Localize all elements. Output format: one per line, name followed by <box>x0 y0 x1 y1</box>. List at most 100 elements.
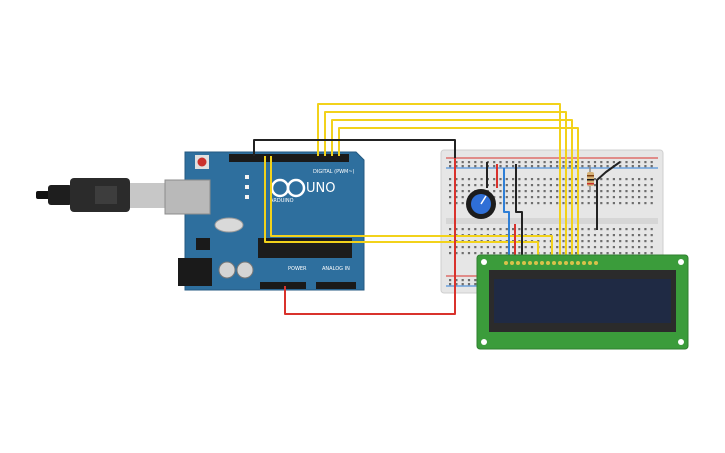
breadboard-hole <box>537 184 540 187</box>
digital-pins-label: DIGITAL (PWM~) <box>313 169 355 175</box>
lcd-pin[interactable] <box>576 261 580 265</box>
breadboard-hole <box>549 240 552 243</box>
breadboard-hole <box>562 234 565 237</box>
analog-header[interactable] <box>316 282 356 289</box>
breadboard-hole <box>625 234 628 237</box>
lcd-pin[interactable] <box>546 261 550 265</box>
breadboard-hole <box>587 202 590 205</box>
breadboard-hole <box>549 228 552 231</box>
wire-yellow-d2[interactable] <box>324 111 567 263</box>
breadboard-hole <box>461 196 464 199</box>
wire-yellow-d3[interactable] <box>331 119 573 263</box>
potentiometer[interactable] <box>466 189 496 219</box>
breadboard-hole <box>587 165 590 168</box>
breadboard-hole <box>638 165 641 168</box>
breadboard-hole <box>581 161 584 164</box>
breadboard-hole <box>505 196 508 199</box>
reset-button[interactable] <box>197 157 207 167</box>
breadboard-hole <box>455 252 458 255</box>
usb-b-port <box>164 179 211 215</box>
breadboard-hole <box>556 196 559 199</box>
wire-ground-backlight[interactable] <box>596 161 621 230</box>
breadboard-hole <box>549 184 552 187</box>
lcd-pin[interactable] <box>552 261 556 265</box>
lcd-pin[interactable] <box>588 261 592 265</box>
center-channel <box>446 218 658 224</box>
wire-ground-lcd[interactable] <box>515 164 523 262</box>
breadboard-hole <box>593 246 597 249</box>
breadboard-hole <box>480 184 483 187</box>
breadboard-hole <box>505 165 508 168</box>
voltage-regulator <box>196 238 210 250</box>
breadboard-hole <box>638 228 641 231</box>
breadboard-hole <box>493 161 496 164</box>
potentiometer-indicator <box>480 195 487 205</box>
breadboard-hole <box>518 228 521 231</box>
arduino-uno-board[interactable]: UNO ARDUINO DIGITAL (PWM~) POWER ANALOG … <box>164 151 365 291</box>
breadboard-hole <box>549 161 552 164</box>
breadboard-hole <box>619 246 622 249</box>
lcd-pin[interactable] <box>564 261 568 265</box>
lcd-pin[interactable] <box>510 261 514 265</box>
breadboard-hole <box>455 202 458 205</box>
wire-yellow-en[interactable] <box>270 156 553 263</box>
wire-power-5v[interactable] <box>284 158 456 315</box>
resistor[interactable] <box>587 165 594 192</box>
breadboard-hole <box>631 165 634 168</box>
breadboard-hole <box>518 190 521 193</box>
breadboard-hole <box>587 190 590 193</box>
breadboard-hole <box>644 161 647 164</box>
board-brand-label: ARDUINO <box>270 198 294 204</box>
lcd-pin[interactable] <box>534 261 538 265</box>
breadboard-hole <box>600 184 603 187</box>
lcd-pin[interactable] <box>516 261 520 265</box>
usb-cable[interactable] <box>36 178 170 212</box>
lcd-pin[interactable] <box>558 261 562 265</box>
wire-yellow-d1[interactable] <box>317 103 561 263</box>
wire-blue[interactable] <box>503 168 510 262</box>
breadboard-hole <box>612 234 615 237</box>
breadboard-hole <box>549 246 552 249</box>
lcd-pin[interactable] <box>570 261 574 265</box>
power-pins-label: POWER <box>288 266 307 272</box>
breadboard-hole <box>631 196 634 199</box>
breadboard-hole <box>455 246 458 249</box>
breadboard-hole <box>530 165 534 168</box>
breadboard-hole <box>556 252 559 255</box>
breadboard-hole <box>512 161 515 164</box>
breadboard-hole <box>625 184 628 187</box>
breadboard-hole <box>581 190 584 193</box>
breadboard-hole <box>581 165 584 168</box>
breadboard-hole <box>575 240 578 243</box>
breadboard-hole <box>606 202 609 205</box>
wire-ground-main[interactable] <box>253 139 456 164</box>
breadboard-hole <box>455 161 458 164</box>
lcd-pin[interactable] <box>540 261 544 265</box>
breadboard-hole <box>612 190 615 193</box>
breadboard-hole <box>486 252 489 255</box>
breadboard-hole <box>556 161 559 164</box>
breadboard-hole <box>593 165 597 168</box>
breadboard-hole <box>505 190 508 193</box>
breadboard-hole <box>619 252 622 255</box>
power-header[interactable] <box>260 282 306 289</box>
capacitor-1 <box>218 261 236 279</box>
lcd-pin[interactable] <box>582 261 586 265</box>
lcd-pin[interactable] <box>504 261 508 265</box>
wire-yellow-rs[interactable] <box>264 156 539 263</box>
lcd-pin-header[interactable] <box>504 261 598 265</box>
breadboard-hole <box>575 234 578 237</box>
breadboard-hole <box>631 161 634 164</box>
lcd-pin[interactable] <box>522 261 526 265</box>
digital-header[interactable] <box>229 154 349 162</box>
breadboard-hole <box>537 196 540 199</box>
lcd-screen <box>494 279 671 323</box>
breadboard-hole <box>518 165 521 168</box>
breadboard-hole <box>638 178 641 181</box>
wire-yellow-d4[interactable] <box>338 127 579 263</box>
lcd-pin[interactable] <box>594 261 598 265</box>
lcd-module[interactable] <box>476 254 689 350</box>
lcd-pin[interactable] <box>528 261 532 265</box>
breadboard-hole <box>512 196 515 199</box>
breadboard-hole <box>600 246 603 249</box>
